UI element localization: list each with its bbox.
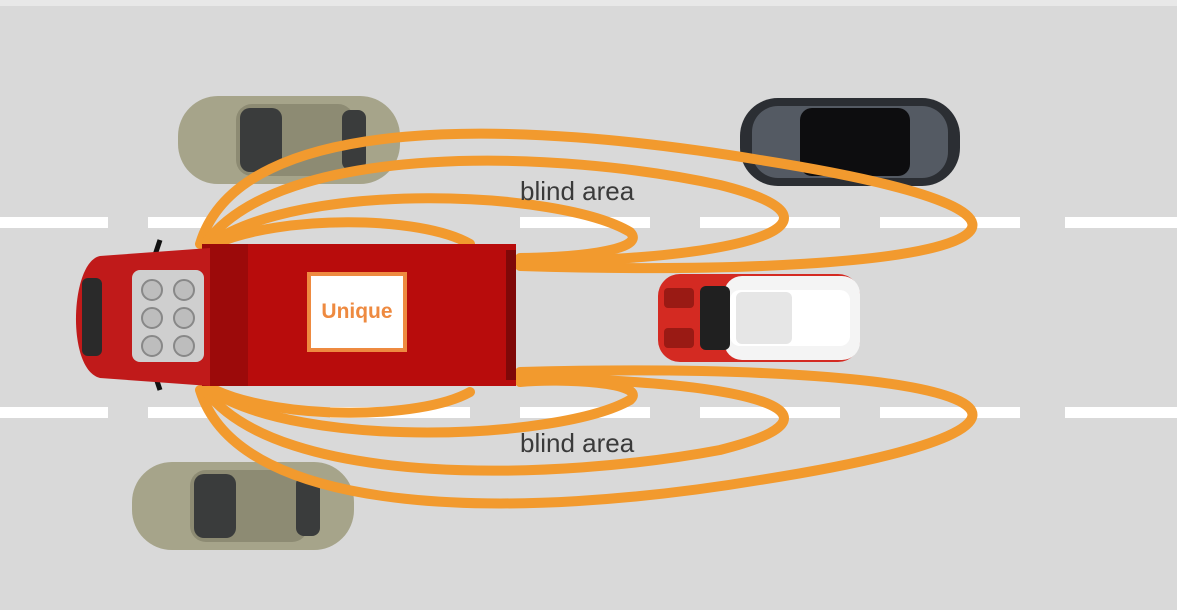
blind-zone-upper-side [210,217,475,249]
road-edge-top [0,0,1177,6]
truck-box-rear [506,250,516,380]
truck-windshield [82,278,102,356]
blind-zone-upper-front-inner [205,193,638,263]
blind-zone-upper-front-outer [195,128,978,274]
lane-marking-upper [0,217,1177,228]
blind-area-label-bottom: blind area [520,428,635,458]
blind-area-label-top: blind area [520,176,635,206]
car-middle-right [658,274,860,362]
blind-zone-lower-front-inner [205,375,638,438]
blind-zone-upper-front-mid [200,155,789,267]
blind-zone-lower-front-outer [195,365,978,509]
blind-zone-lower-front-mid [200,373,789,476]
unique-logo-text: Unique [321,300,393,323]
blind-zone-lower-side [210,385,475,418]
truck [75,239,516,391]
blind-zone-loops [195,128,978,509]
car-lower-left [132,462,354,550]
unique-logo-box: Unique [307,272,407,352]
